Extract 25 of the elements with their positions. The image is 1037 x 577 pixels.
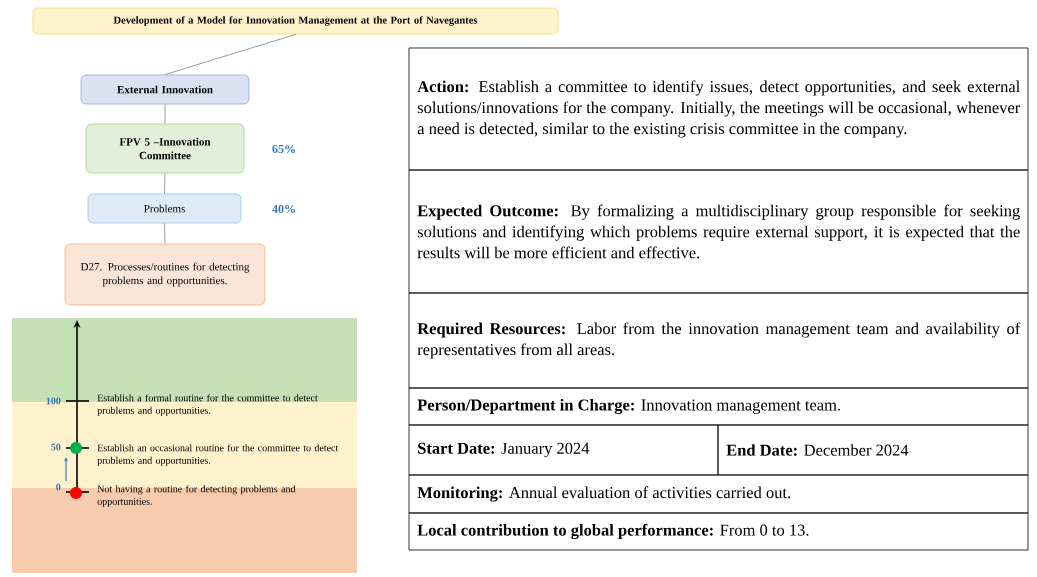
table-cell: Monitoring: Annual evaluation of activities carried out.: [408, 474, 1029, 514]
connector-line: [164, 173, 166, 194]
table-cell: Expected Outcome: By formalizing a multidisciplinary group responsible for seeking solutions and identifying which problems require external support, it is expected that the results will be more efficient and effective.: [408, 169, 1029, 294]
table-cell: Local contribution to global performance: From 0 to 13.: [408, 512, 1029, 551]
table-cell: Start Date: January 2024: [408, 424, 719, 476]
indicator-box: D27. Processes/routines for detecting problems and opportunities.: [64, 243, 266, 306]
title-box: Development of a Model for Innovation Management at the Port of Navegantes: [32, 7, 559, 35]
percentage-label: 40%: [272, 204, 295, 214]
percentage-label: 65%: [272, 144, 295, 154]
connector-line: [164, 223, 166, 244]
connector-line: [164, 34, 296, 75]
tick-value: 0: [56, 483, 61, 491]
level-description: Establish an occasional routine for the committee to detect problems and opportunities.: [97, 444, 339, 466]
committee-box: FPV 5 –Innovation Committee: [85, 123, 245, 174]
level-description: Establish a formal routine for the committee to detect problems and opportunities.: [97, 394, 318, 416]
table-cell: End Date: December 2024: [717, 424, 1029, 476]
table-cell: Required Resources: Labor from the innovation management team and availability of representatives from all areas.: [408, 292, 1029, 389]
category-box: External Innovation: [80, 74, 250, 105]
tick-value: 100: [46, 397, 61, 405]
tick-value: 50: [51, 443, 61, 451]
topic-box: Problems: [87, 193, 242, 224]
table-cell: Action: Establish a committee to identify issues, detect opportunities, and seek external solutions/innovations for the company. Initially, the meetings will be occasional, whenever a need is detected, similar to the existing crisis committee in the company.: [408, 47, 1029, 171]
connector-line: [164, 104, 166, 124]
table-cell: Person/Department in Charge: Innovation management team.: [408, 387, 1029, 426]
level-description: Not having a routine for detecting problems and opportunities.: [97, 485, 296, 507]
